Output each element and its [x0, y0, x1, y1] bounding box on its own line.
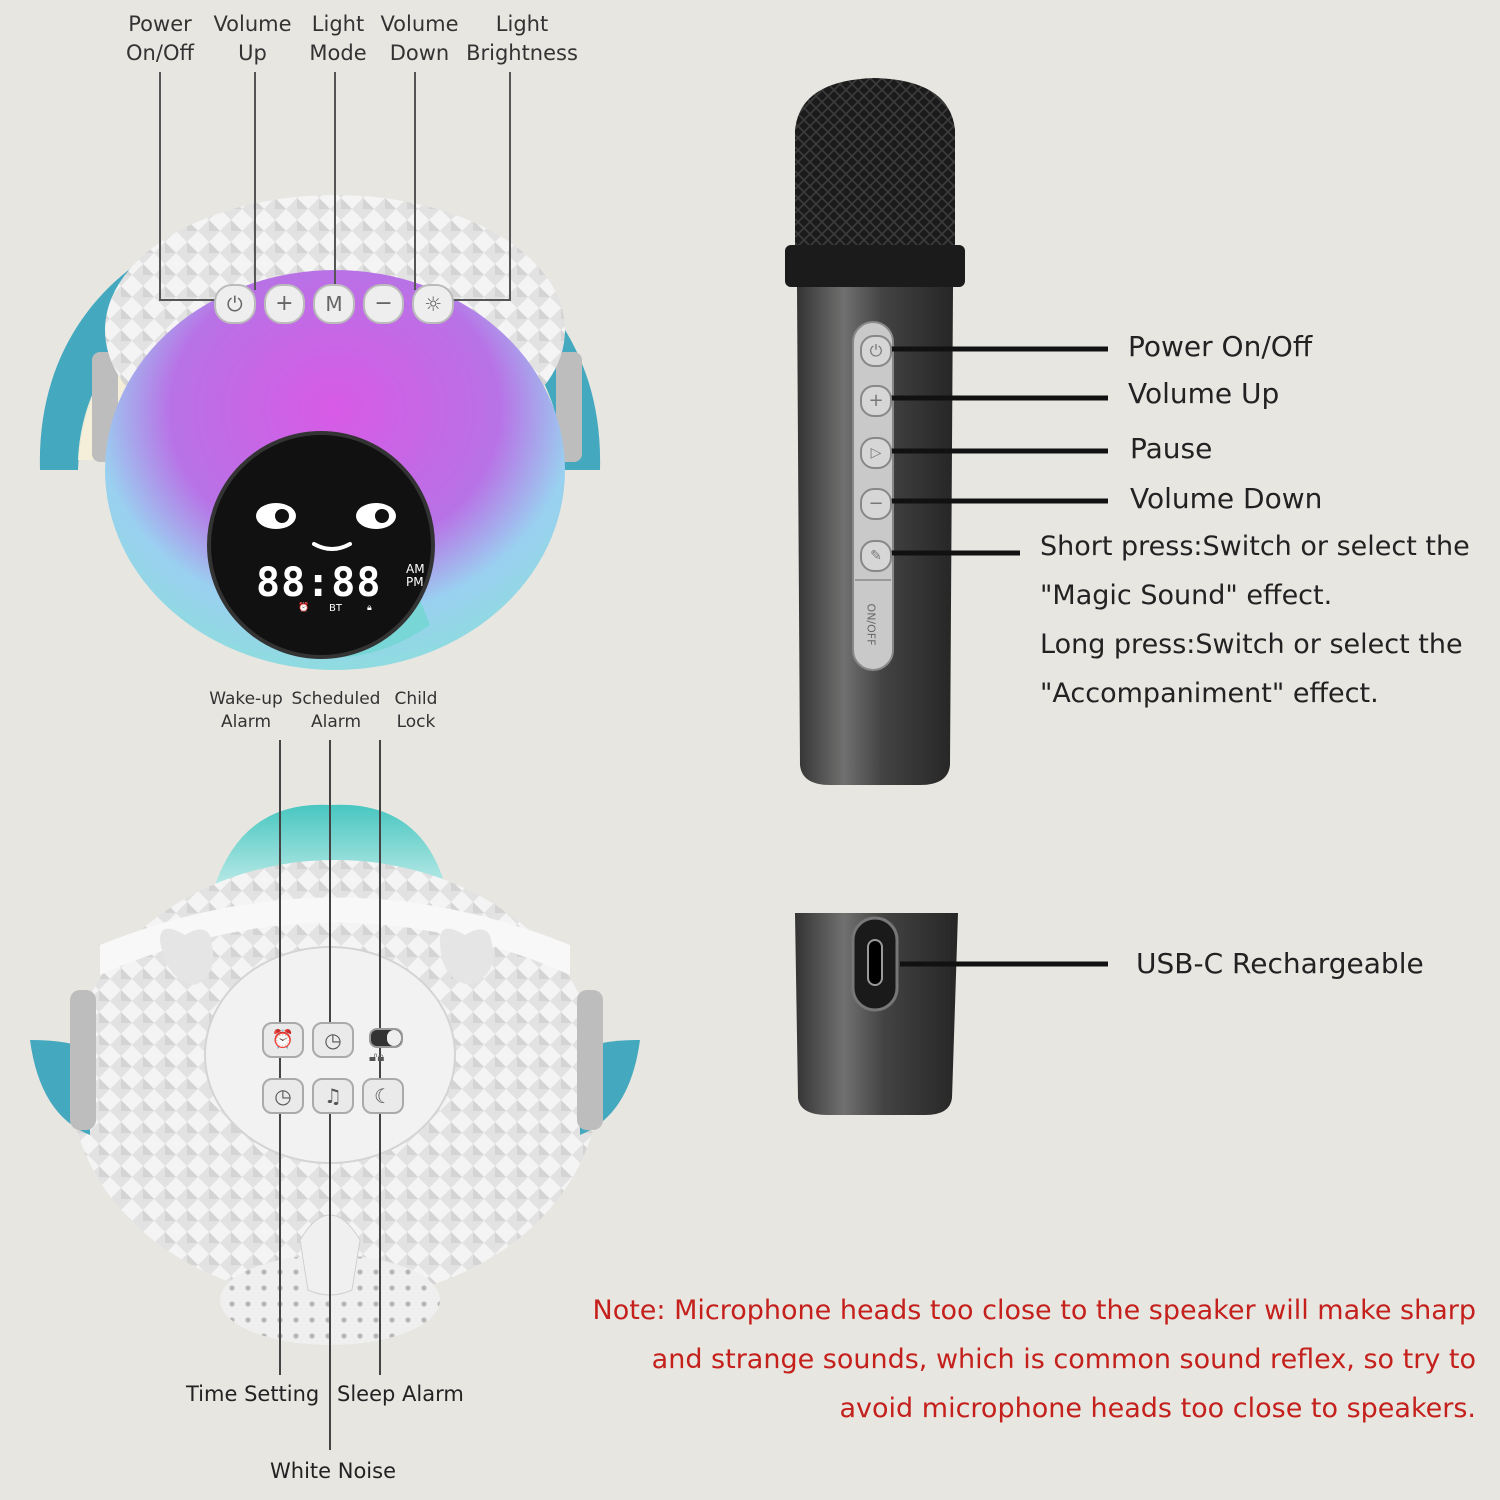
left-ear [160, 928, 214, 985]
note-line-1: Note: Microphone heads too close to the … [592, 1295, 1477, 1326]
mic-label-power: Power On/Off [1128, 330, 1313, 363]
brightness-icon[interactable]: ☼ [412, 284, 454, 324]
speaker-bottom-view [30, 804, 640, 1345]
speaker-top-leaders [159, 72, 511, 301]
lock-indicator-icons: 🔓︎🔒︎ [369, 1050, 385, 1065]
mic-magic-line-3: Long press:Switch or select the [1040, 629, 1463, 660]
time-setting-icon[interactable]: ◷ [262, 1078, 304, 1114]
mic-leaders [885, 346, 1108, 967]
label-white-noise: White Noise [270, 1459, 396, 1483]
display-clock: 88:88 [256, 560, 382, 606]
mic-pause-icon[interactable]: ▷ [860, 437, 892, 469]
display-am: AM [406, 562, 425, 576]
display-pm: PM [406, 575, 424, 589]
display-bt: BT [329, 603, 342, 614]
mic-label-pause: Pause [1130, 432, 1213, 465]
mic-magic-line-4: "Accompaniment" effect. [1040, 678, 1379, 709]
mic-label-volume-down: Volume Down [1130, 482, 1323, 515]
right-ear [440, 928, 494, 985]
plus-icon[interactable]: + [263, 284, 306, 324]
label-sleep-alarm: Sleep Alarm [337, 1382, 464, 1406]
minus-icon[interactable]: − [362, 284, 405, 324]
mic-volume-down-icon[interactable]: − [860, 488, 892, 520]
mode-icon[interactable]: M [313, 284, 355, 324]
mic-label-volume-up: Volume Up [1128, 377, 1280, 410]
alarm-small-icon: ⏰ [298, 603, 310, 613]
mic-magic-line-1: Short press:Switch or select the [1040, 531, 1470, 562]
mic-collar [785, 245, 965, 287]
mic-power-icon[interactable]: ⏻ [860, 335, 892, 367]
mic-onoff-switch[interactable]: ON/OFF [864, 603, 878, 646]
mic-label-usb-c: USB-C Rechargeable [1136, 947, 1424, 980]
mic-grille [795, 78, 955, 250]
note-line-3: avoid microphone heads too close to spea… [839, 1393, 1477, 1424]
mic-volume-up-icon[interactable]: + [860, 385, 892, 417]
microphone-illustration [785, 78, 965, 1115]
lock-small-icon: 🔒︎ [367, 603, 372, 613]
alarm-clock-icon[interactable]: ⏰ [262, 1022, 304, 1058]
clock-icon[interactable]: ◷ [312, 1022, 354, 1058]
speaker-display [207, 431, 435, 659]
note-line-2: and strange sounds, which is common soun… [651, 1344, 1476, 1375]
mic-magic-sound-icon[interactable]: ✎ [860, 540, 892, 572]
label-time-setting: Time Setting [186, 1382, 320, 1406]
sleep-moon-icon[interactable]: ☾ [362, 1078, 404, 1114]
speaker-top-buttons: ⏻ + M − ☼ [214, 284, 454, 324]
mic-magic-line-2: "Magic Sound" effect. [1040, 580, 1333, 611]
face-smile [312, 542, 352, 551]
music-note-icon[interactable]: ♫ [312, 1078, 354, 1114]
power-icon[interactable]: ⏻ [214, 284, 256, 324]
lock-switch-icon[interactable] [369, 1028, 403, 1048]
